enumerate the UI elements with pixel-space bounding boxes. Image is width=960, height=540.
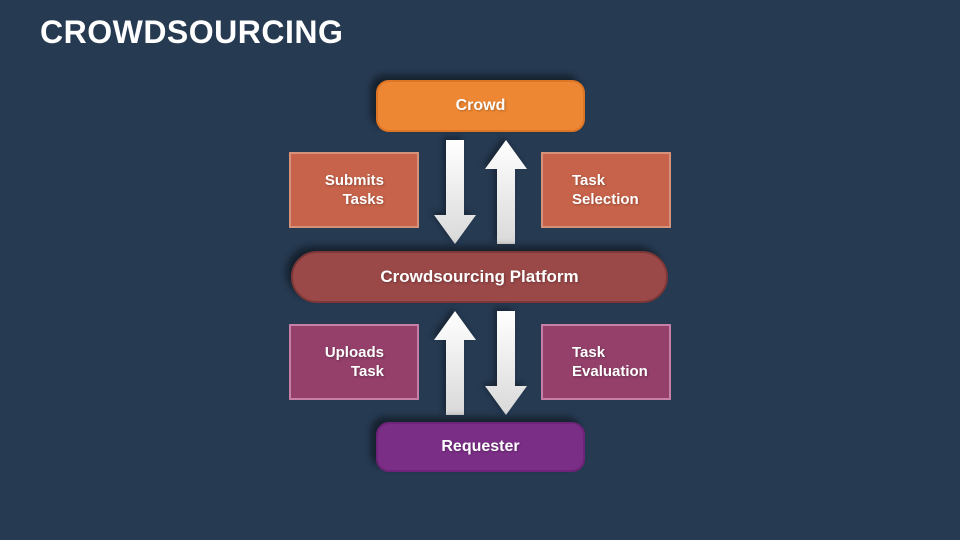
up-arrow-icon-platform-to-crowd	[485, 140, 527, 244]
down-arrow-icon-platform-to-requester	[485, 311, 527, 415]
node-submits-tasks-label: Submits Tasks	[324, 172, 384, 208]
page-title: CROWDSOURCING	[40, 14, 344, 50]
node-submits-tasks: Submits Tasks	[289, 152, 419, 228]
node-crowdsourcing-platform: Crowdsourcing Platform	[291, 251, 668, 303]
node-task-selection-label: Task Selection	[572, 172, 639, 208]
node-task-evaluation-label: Task Evaluation	[572, 344, 648, 380]
node-requester: Requester	[376, 422, 585, 472]
node-uploads-task: Uploads Task	[289, 324, 419, 400]
up-arrow-icon-requester-to-platform	[434, 311, 476, 415]
node-task-evaluation: Task Evaluation	[541, 324, 671, 400]
node-crowdsourcing-platform-label: Crowdsourcing Platform	[380, 267, 579, 286]
node-requester-label: Requester	[441, 438, 520, 455]
node-crowd-label: Crowd	[455, 97, 506, 114]
node-task-selection: Task Selection	[541, 152, 671, 228]
node-uploads-task-label: Uploads Task	[324, 344, 384, 380]
node-crowd: Crowd	[376, 80, 585, 132]
down-arrow-icon-crowd-to-platform	[434, 140, 476, 244]
